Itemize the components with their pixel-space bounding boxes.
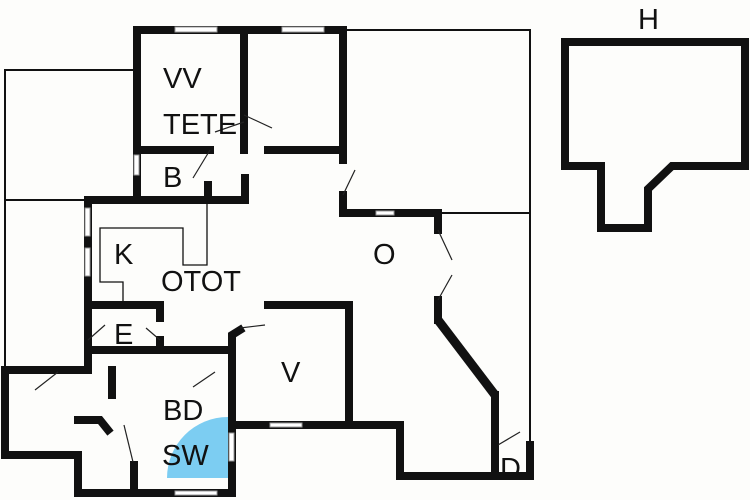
- building-h-outline: [561, 38, 749, 232]
- room-label-tete: TETE: [163, 109, 237, 141]
- kitchen-counter: [99, 200, 208, 303]
- windows: [84, 26, 395, 496]
- walls: [1, 26, 534, 497]
- room-label-k: K: [114, 239, 134, 271]
- room-label-bd: BD: [163, 395, 203, 427]
- room-label-d: D: [500, 453, 521, 485]
- room-label-e: E: [114, 319, 133, 351]
- room-label-v: V: [281, 357, 301, 389]
- room-label-otot: OTOT: [161, 266, 241, 298]
- room-label-sw: SW: [162, 440, 209, 472]
- shower-area: [167, 417, 228, 478]
- room-label-o: O: [373, 239, 396, 271]
- outdoor-outlines: [4, 29, 531, 445]
- building-label-h: H: [638, 4, 659, 36]
- doors: [34, 114, 521, 463]
- room-label-vv: VV: [163, 63, 202, 95]
- room-label-b: B: [163, 162, 182, 194]
